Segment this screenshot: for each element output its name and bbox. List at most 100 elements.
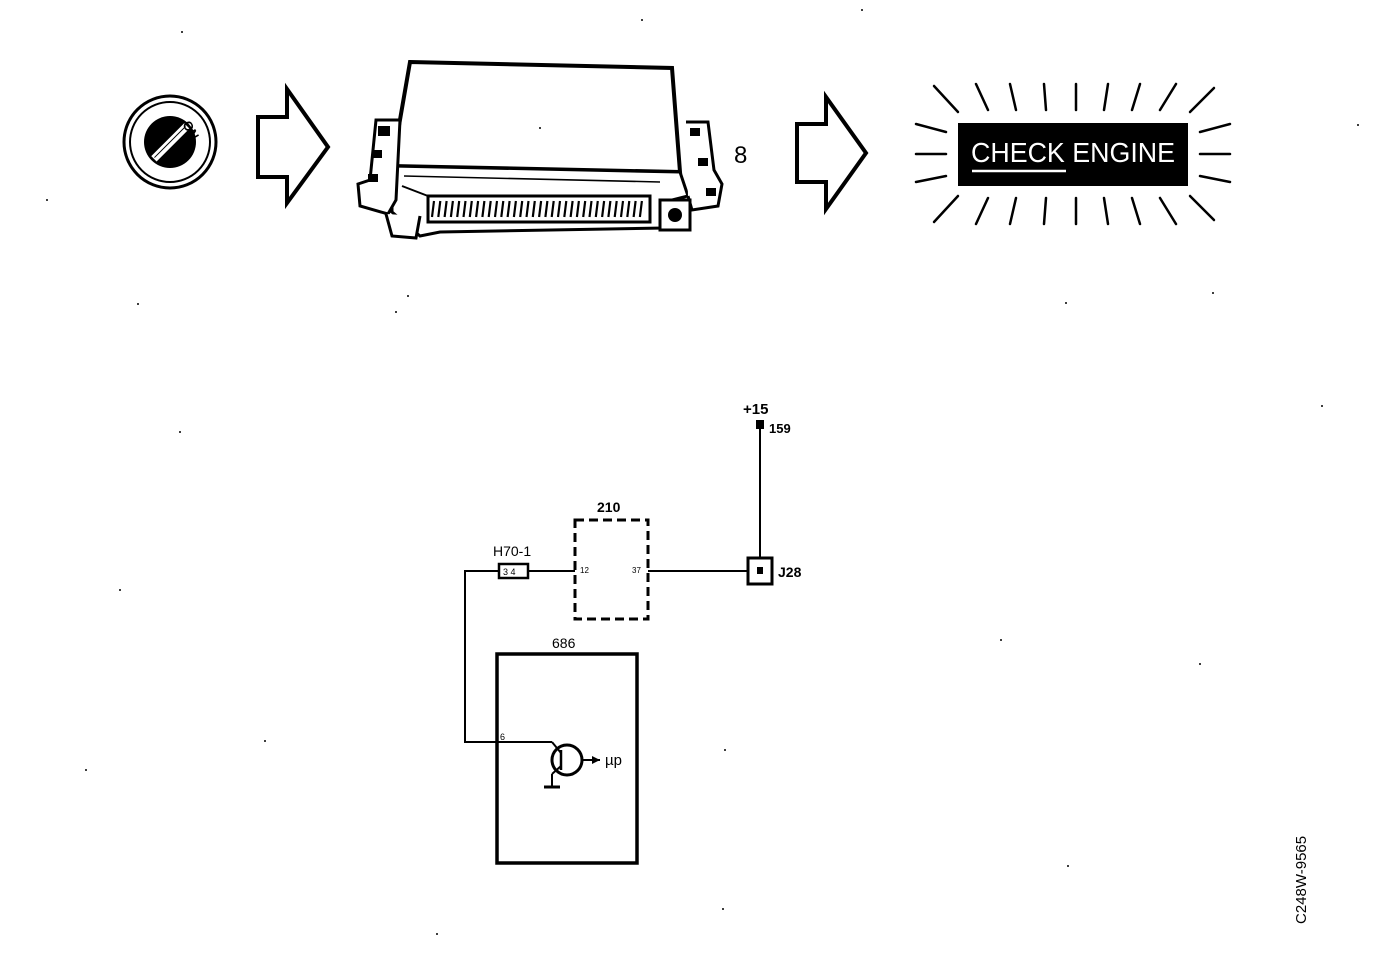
- module-210-pin-right: 37: [632, 566, 641, 575]
- speck: [539, 127, 541, 129]
- speck: [264, 740, 266, 742]
- lamp-ray: [1102, 196, 1110, 226]
- lamp-ray: [932, 194, 960, 224]
- speck: [722, 908, 724, 910]
- lamp-ray: [1158, 82, 1178, 112]
- arrow-right-icon: [795, 90, 869, 216]
- connector-pin: [519, 200, 524, 218]
- lamp-ray: [974, 196, 990, 226]
- connector-pin: [601, 200, 606, 218]
- connector-pin: [487, 200, 492, 218]
- lamp-ray: [974, 82, 990, 112]
- lamp-ray: [914, 122, 948, 134]
- connector-pin: [525, 200, 530, 218]
- speck: [407, 295, 409, 297]
- speck: [395, 311, 397, 313]
- lamp-ray: [1188, 194, 1216, 222]
- speck: [119, 589, 121, 591]
- speck: [179, 431, 181, 433]
- scan-noise: [46, 9, 1359, 935]
- ignition-switch-icon: [122, 94, 218, 190]
- output-arrow-icon: [592, 756, 600, 764]
- connector-j28: [746, 556, 774, 586]
- connector-pin: [500, 200, 505, 218]
- connector-j28-pin: [757, 567, 763, 574]
- lamp-ray: [1198, 174, 1232, 184]
- connector-pin: [588, 200, 593, 218]
- connector-pin: [531, 200, 536, 218]
- connector-j28-label: J28: [778, 564, 802, 580]
- supply-terminal: [756, 420, 764, 429]
- connector-h70-pins: 3 4: [503, 567, 516, 577]
- supply-terminal-label: 159: [769, 421, 791, 436]
- connector-pin: [538, 200, 543, 218]
- speck: [137, 303, 139, 305]
- speck: [85, 769, 87, 771]
- control-unit-label: 8: [734, 142, 747, 169]
- figure-code: C248W-9565: [1293, 836, 1310, 924]
- connector-pin: [456, 200, 461, 218]
- connector-pin: [449, 200, 454, 218]
- lamp-ray: [1102, 82, 1110, 112]
- lamp-ray: [1042, 196, 1048, 226]
- lamp-ray: [1008, 82, 1018, 112]
- connector-pin: [468, 200, 473, 218]
- module-686-output: µp: [605, 752, 622, 769]
- speck: [1067, 865, 1069, 867]
- lamp-ray: [1158, 196, 1178, 226]
- transistor-icon: [544, 741, 600, 789]
- lamp-ray: [1130, 82, 1142, 112]
- wire-h70-686: [464, 570, 552, 743]
- connector-pin: [430, 200, 436, 218]
- check-engine-text: CHECK ENGINE: [971, 137, 1175, 168]
- connector-pin: [626, 200, 631, 218]
- module-210: [573, 518, 650, 621]
- connector-pin: [512, 200, 517, 218]
- speck: [1199, 663, 1201, 665]
- connector-pin: [544, 200, 549, 218]
- connector-pin: [493, 200, 499, 218]
- module-686-label: 686: [552, 635, 576, 651]
- connector-pin: [607, 200, 612, 218]
- lamp-ray: [914, 174, 948, 184]
- module-686: [495, 652, 639, 865]
- connector-pin: [556, 200, 562, 218]
- connector-pin: [594, 200, 599, 218]
- connector-pin: [506, 200, 511, 218]
- connector-pin: [575, 200, 580, 218]
- connector-pin: [462, 200, 467, 218]
- lamp-ray: [932, 84, 960, 114]
- connector-pin: [481, 200, 486, 218]
- module-686-pin: 6: [500, 732, 505, 742]
- connector-pin: [619, 200, 625, 218]
- lamp-ray: [1008, 196, 1018, 226]
- connector-pin: [563, 200, 568, 218]
- check-engine-lamp: [958, 123, 1188, 186]
- connector-pin: [638, 200, 643, 218]
- connector-pin: [475, 200, 480, 218]
- module-210-label: 210: [597, 499, 621, 515]
- speck: [46, 199, 48, 201]
- lamp-ray: [1198, 122, 1232, 134]
- module-210-pin-left: 12: [580, 566, 589, 575]
- lamp-ray: [1042, 82, 1048, 112]
- speck: [724, 749, 726, 751]
- speck: [1321, 405, 1323, 407]
- supply-label: +15: [743, 401, 768, 418]
- speck: [1212, 292, 1214, 294]
- connector-pin: [582, 200, 587, 218]
- connector-pin: [443, 200, 448, 218]
- connector-pins: [430, 200, 643, 218]
- speck: [1357, 124, 1359, 126]
- speck: [1000, 639, 1002, 641]
- connector-h70-label: H70-1: [493, 543, 531, 559]
- speck: [861, 9, 863, 11]
- connector-pin: [437, 200, 442, 218]
- connector-pin: [550, 200, 555, 218]
- speck: [436, 933, 438, 935]
- connector-pin: [632, 200, 637, 218]
- connector-pin: [569, 200, 574, 218]
- speck: [1065, 302, 1067, 304]
- lamp-rays-icon: [914, 82, 1232, 226]
